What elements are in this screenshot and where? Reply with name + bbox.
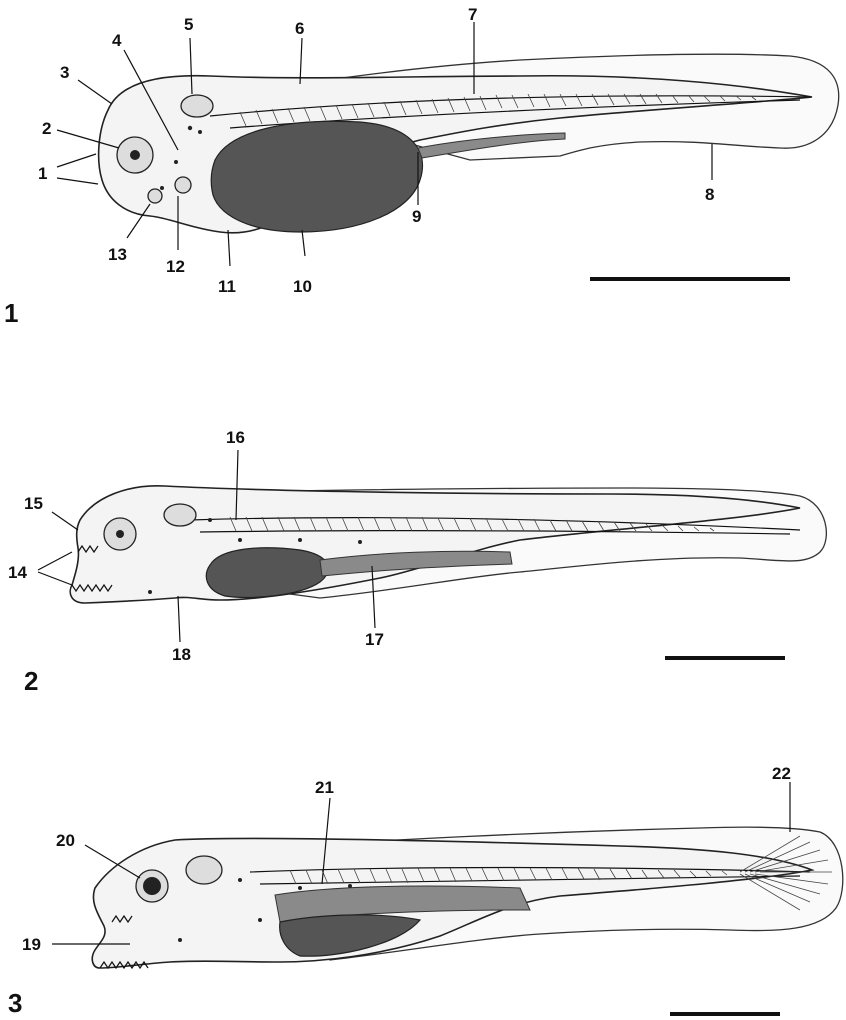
callout-21: 21 [315, 778, 334, 797]
figure-1-yolk-sac [211, 121, 422, 232]
callout-20: 20 [56, 831, 75, 850]
callout-11: 11 [218, 277, 236, 296]
figure-2-scale-bar [665, 656, 785, 660]
figure-2-number: 2 [24, 666, 38, 696]
callout-4: 4 [112, 31, 122, 50]
figure-3-scale-bar [670, 1012, 780, 1016]
callout-6: 6 [295, 19, 304, 38]
figure-3-otic-vesicle [186, 856, 222, 884]
callout-13: 13 [108, 245, 127, 264]
callout-7: 7 [468, 5, 477, 24]
callout-18: 18 [172, 645, 191, 664]
callout-8: 8 [705, 185, 714, 204]
callout-17: 17 [365, 630, 384, 649]
callout-5: 5 [184, 15, 193, 34]
callout-10: 10 [293, 277, 312, 296]
callout-14: 14 [8, 563, 27, 582]
callout-3: 3 [60, 63, 69, 82]
figure-1-number: 1 [4, 298, 18, 328]
figure-1-otic-vesicle [181, 95, 213, 117]
figure-2-larva [70, 486, 826, 603]
callout-1: 1 [38, 164, 47, 183]
callout-19: 19 [22, 935, 41, 954]
figure-1-larva [99, 54, 839, 233]
callout-15: 15 [24, 494, 43, 513]
figure-3-larva [92, 827, 843, 968]
figure-1-scale-bar [590, 277, 790, 281]
callout-16: 16 [226, 428, 245, 447]
callout-22: 22 [772, 764, 791, 783]
figure-2-otic-vesicle [164, 504, 196, 526]
callout-2: 2 [42, 119, 51, 138]
figure-3-number: 3 [8, 988, 22, 1018]
callout-12: 12 [166, 257, 185, 276]
callout-9: 9 [412, 207, 421, 226]
